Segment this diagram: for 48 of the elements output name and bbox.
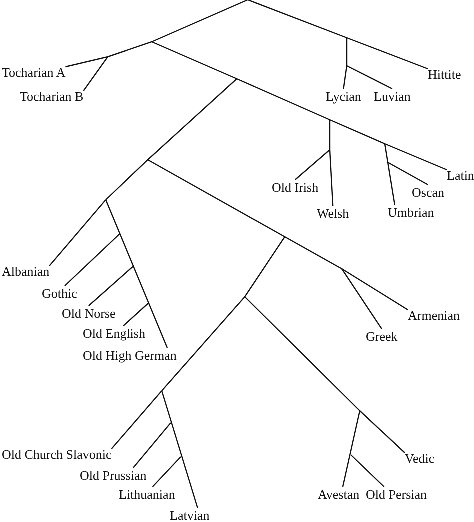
branch-line (64, 234, 120, 286)
language-label: Old Irish (272, 180, 319, 195)
branch-line (384, 144, 396, 206)
branch-line (123, 302, 150, 326)
language-label: Umbrian (388, 205, 434, 220)
language-label: Albanian (2, 264, 50, 279)
language-label: Oscan (412, 185, 444, 200)
branch-line (346, 65, 393, 90)
branch-line (342, 268, 408, 310)
language-label: Vedic (405, 451, 435, 466)
branch-line (88, 266, 134, 306)
language-label: Welsh (317, 206, 350, 221)
branch-line (360, 410, 406, 454)
branch-line (294, 150, 330, 180)
language-label: Old Norse (62, 306, 116, 321)
branch-line (350, 454, 385, 488)
branch-line (105, 200, 168, 348)
branch-line (342, 410, 361, 488)
branch-line (346, 37, 428, 70)
language-label: Greek (366, 329, 398, 344)
language-label: Tocharian B (20, 89, 84, 104)
language-label: Armenian (408, 308, 460, 323)
language-label: Old English (83, 326, 146, 341)
branch-line (49, 200, 106, 266)
branch-line (83, 56, 108, 92)
branch-line (152, 456, 182, 488)
language-label: Lycian (326, 89, 362, 104)
language-label: Tocharian A (2, 65, 66, 80)
branch-line (66, 56, 108, 68)
branch-line (111, 390, 162, 450)
branch-line (329, 150, 334, 206)
branch-line (386, 161, 429, 186)
branch-line (384, 143, 448, 171)
language-label: Old Persian (366, 487, 428, 502)
language-label: Gothic (42, 286, 78, 301)
branch-line (343, 66, 348, 90)
language-label: Latin (447, 168, 474, 183)
language-label: Latvian (170, 508, 210, 522)
language-label: Old Prussian (80, 468, 147, 483)
branch-line (161, 390, 198, 508)
branch-line (342, 268, 382, 330)
language-label: Old High German (83, 348, 177, 363)
language-label: Avestan (318, 487, 360, 502)
language-label: Old Church Slavonic (2, 447, 112, 462)
language-label: Hittite (428, 67, 462, 82)
language-label: Lithuanian (119, 487, 176, 502)
language-label: Luvian (374, 89, 411, 104)
branch-line (132, 422, 172, 468)
